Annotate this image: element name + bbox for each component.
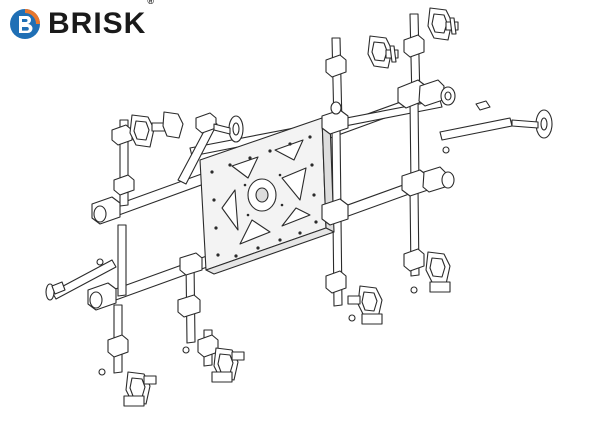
brand-logo: BRISK® [8,0,155,44]
brisk-logo-icon [8,7,42,41]
suction-cup-right [475,100,553,139]
suction-cup-upper-left [213,115,244,143]
tube-clamps [87,34,456,358]
suction-cups [45,100,553,301]
mounting-plate [199,117,335,275]
suction-cup-left [45,281,66,301]
brand-name: BRISK® [48,0,155,40]
ratchet-knobs [96,7,459,407]
